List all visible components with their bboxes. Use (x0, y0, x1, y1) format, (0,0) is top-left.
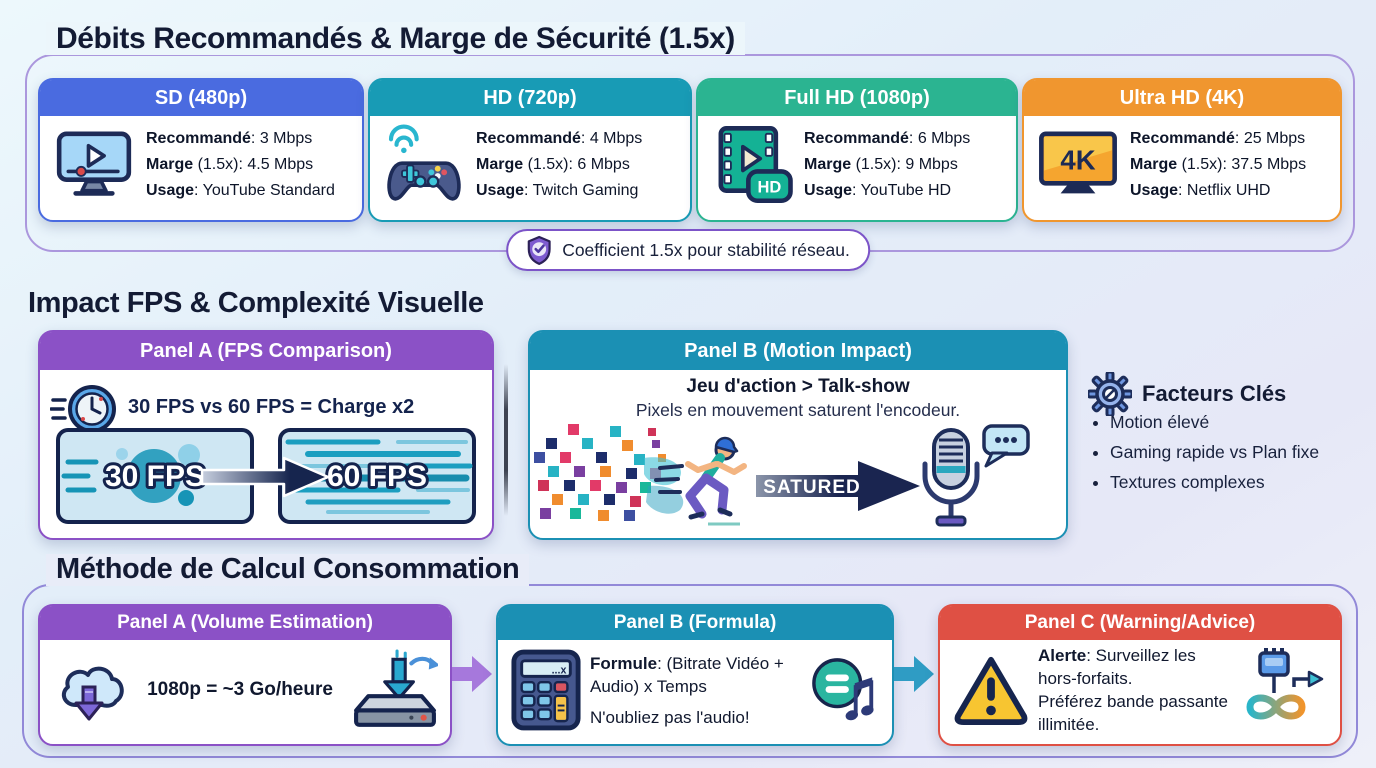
fps-comparison-panel-header: Panel A (FPS Comparison) (40, 332, 492, 370)
fullhd-usage-line: Usage: YouTube HD (804, 182, 952, 199)
bitrate-card-sd-header: SD (480p) (40, 80, 362, 116)
calc-section-title: Méthode de Calcul Consommation (46, 553, 530, 586)
calc-section-frame (22, 584, 1358, 758)
svg-text:...x: ...x (552, 664, 567, 676)
fps-comparison-text: 30 FPS vs 60 FPS = Charge x2 (128, 396, 415, 418)
volume-estimation-panel-header: Panel A (Volume Estimation) (40, 606, 450, 640)
motion-impact-panel: Panel B (Motion Impact) Jeu d'action > T… (528, 330, 1068, 540)
panel-divider (504, 364, 508, 516)
fps-transition-arrow-icon (200, 456, 330, 498)
bitrate-card-hd-header: HD (720p) (370, 80, 690, 116)
volume-estimation-text: 1080p = ~3 Go/heure (147, 679, 333, 700)
advice-text: Préférez bande passante illimitée. (1038, 692, 1228, 734)
flow-arrow-icon (452, 656, 492, 692)
svg-text:4K: 4K (1060, 145, 1095, 176)
4k-recommended-line: Recommandé: 25 Mbps (1130, 130, 1306, 147)
sd-usage-line: Usage: YouTube Standard (146, 182, 335, 199)
cloud-download-icon (61, 666, 124, 721)
infinity-bandwidth-icon (1246, 648, 1324, 720)
key-factor-item: Textures complexes (1110, 472, 1376, 493)
svg-text:60 FPS: 60 FPS (327, 460, 427, 493)
svg-text:30 FPS: 30 FPS (105, 460, 205, 493)
microphone-chat-icon (922, 424, 1030, 527)
4k-usage-line: Usage: Netflix UHD (1130, 182, 1271, 199)
key-factors-heading: Facteurs Clés (1088, 372, 1286, 416)
4k-margin-line: Marge (1.5x): 37.5 Mbps (1130, 156, 1307, 173)
formula-note: N'oubliez pas l'audio! (590, 707, 750, 727)
bitrate-card-sd: SD (480p) Recommandé: 3 Mbps Marge (1.5x… (38, 78, 364, 222)
stability-coefficient-badge: Coefficient 1.5x pour stabilité réseau. (506, 229, 870, 271)
gamepad-wifi-icon (387, 124, 461, 201)
fullhd-margin-line: Marge (1.5x): 9 Mbps (804, 156, 958, 173)
pixel-runner-icon (534, 424, 747, 526)
stability-coefficient-text: Coefficient 1.5x pour stabilité réseau. (562, 239, 850, 260)
film-hd-icon: HD (718, 126, 793, 204)
flow-arrow-icon (894, 656, 934, 692)
motion-impact-headline: Jeu d'action > Talk-show (686, 376, 910, 397)
shield-check-icon (527, 235, 551, 265)
warning-advice-panel-header: Panel C (Warning/Advice) (940, 606, 1340, 640)
audio-note-icon (812, 658, 874, 721)
bitrate-card-4k: Ultra HD (4K) 4K Recommandé: 25 Mbps Mar… (1022, 78, 1342, 222)
formula-panel-header: Panel B (Formula) (498, 606, 892, 640)
gear-icon (1088, 372, 1132, 416)
fps-section-title: Impact FPS & Complexité Visuelle (28, 287, 484, 319)
svg-text:HD: HD (757, 179, 781, 197)
motion-impact-subline: Pixels en mouvement saturent l'encodeur. (635, 400, 961, 420)
bitrate-card-fullhd: Full HD (1080p) HD Recommandé: 6 Mbps Ma… (696, 78, 1018, 222)
fullhd-recommended-line: Recommandé: 6 Mbps (804, 130, 971, 147)
formula-panel: Panel B (Formula) ...x Formule: (Bitrate… (496, 604, 894, 746)
fps-60-box: 60 FPS (278, 428, 476, 524)
bitrate-card-4k-header: Ultra HD (4K) (1024, 80, 1340, 116)
satured-arrow-icon: SATURED (756, 461, 920, 511)
motion-impact-panel-header: Panel B (Motion Impact) (530, 332, 1066, 370)
key-factors-list: Motion élevé Gaming rapide vs Plan fixe … (1110, 412, 1376, 502)
svg-text:SATURED: SATURED (763, 477, 860, 498)
calculator-icon: ...x (511, 649, 581, 731)
sd-recommended-line: Recommandé: 3 Mbps (146, 130, 313, 147)
warning-triangle-icon (954, 656, 1028, 726)
key-factors-title: Facteurs Clés (1142, 381, 1287, 406)
bitrates-section-title: Débits Recommandés & Marge de Sécurité (… (46, 22, 745, 55)
monitor-play-icon (56, 131, 132, 196)
warning-advice-panel: Panel C (Warning/Advice) Alerte: Surveil… (938, 604, 1342, 746)
volume-estimation-panel: Panel A (Volume Estimation) 1080p = ~3 G… (38, 604, 452, 746)
sd-margin-line: Marge (1.5x): 4.5 Mbps (146, 156, 314, 173)
tv-4k-icon: 4K (1039, 131, 1117, 194)
hd-usage-line: Usage: Twitch Gaming (476, 182, 639, 199)
hard-drive-icon (354, 649, 438, 727)
bitrate-card-fullhd-header: Full HD (1080p) (698, 80, 1016, 116)
hd-recommended-line: Recommandé: 4 Mbps (476, 130, 643, 147)
speed-clock-icon (50, 385, 116, 433)
fps-comparison-panel: Panel A (FPS Comparison) 30 FPS vs 60 FP… (38, 330, 494, 540)
warning-text: Alerte: Surveillez les hors-forfaits. Pr… (1038, 646, 1228, 734)
key-factor-item: Motion élevé (1110, 412, 1376, 433)
hd-margin-line: Marge (1.5x): 6 Mbps (476, 156, 630, 173)
key-factor-item: Gaming rapide vs Plan fixe (1110, 442, 1376, 463)
fps-30-box: 30 FPS (56, 428, 254, 524)
bitrate-card-hd: HD (720p) Recommandé: 4 Mbps Marge (1.5x… (368, 78, 692, 222)
formula-text: Formule: (Bitrate Vidéo + Audio) x Temps… (582, 652, 810, 729)
